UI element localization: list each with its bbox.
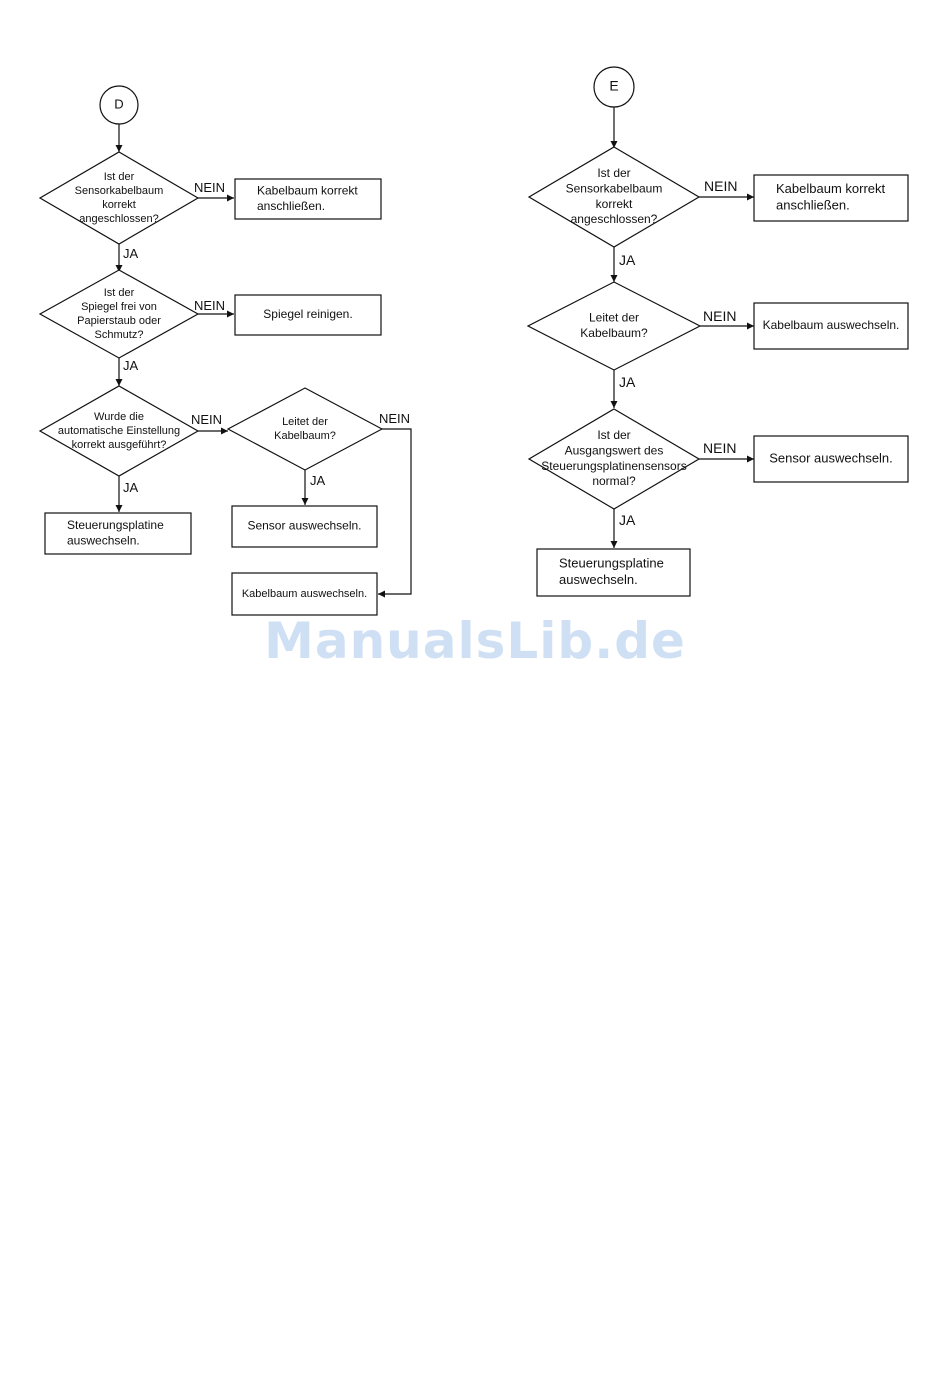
flow-d-box-reconnect-shape xyxy=(234,178,382,220)
flow-d-q3-no-label: NEIN xyxy=(191,412,222,427)
flow-d-question-2-shape xyxy=(38,269,200,359)
flow-d-box-clean-mirror-shape xyxy=(234,294,382,336)
flow-d-question-3-shape xyxy=(38,385,200,477)
flow-d-box-replace-sensor-shape xyxy=(231,505,378,548)
flow-e-question-1-shape xyxy=(527,146,701,248)
flow-d-box-replace-sensor-text: Sensor auswechseln. xyxy=(247,519,361,533)
flow-d-q1-yes-label: JA xyxy=(123,246,139,261)
flow-e-box-replace-harness-shape xyxy=(753,302,909,350)
flow-e-box-replace-harness-text: Kabelbaum auswechseln. xyxy=(763,318,900,332)
flow-e-q2-no-label: NEIN xyxy=(703,308,736,324)
arrow-d-q4-no xyxy=(378,428,412,598)
flow-d-box-replace-board-shape xyxy=(44,512,192,555)
flow-e-box-replace-board-shape xyxy=(536,548,691,597)
flow-e-q1-yes-label: JA xyxy=(619,252,636,268)
flow-e-q3-yes-label: JA xyxy=(619,512,636,528)
flow-d-q2-no-label: NEIN xyxy=(194,298,225,313)
flow-e-q3-no-label: NEIN xyxy=(703,440,736,456)
flow-d-q4-yes-label: JA xyxy=(310,473,326,488)
watermark: ManualsLib.de xyxy=(264,612,686,670)
flow-e-question-3-shape xyxy=(527,408,701,510)
flow-d-box-replace-harness-text: Kabelbaum auswechseln. xyxy=(242,588,367,600)
flow-d-q1-no-label: NEIN xyxy=(194,180,225,195)
flow-d-q3-yes-label: JA xyxy=(123,480,139,495)
flow-d-q4-no-label: NEIN xyxy=(379,411,410,426)
connector-d-label: D xyxy=(114,96,123,111)
flow-e-q1-no-label: NEIN xyxy=(704,178,737,194)
flow-d-q2-yes-label: JA xyxy=(123,358,139,373)
connector-e-shape xyxy=(593,66,635,108)
flow-d-question-1-shape xyxy=(38,151,200,245)
connector-e-label: E xyxy=(609,78,618,94)
flow-e-box-reconnect-shape xyxy=(753,174,909,222)
flow-d-box-replace-harness-shape xyxy=(231,572,378,616)
connector-d-shape xyxy=(99,85,139,125)
flow-d-box-clean-mirror-text: Spiegel reinigen. xyxy=(263,307,352,321)
flow-e-box-replace-sensor-text: Sensor auswechseln. xyxy=(769,450,893,465)
flow-e-question-2-shape xyxy=(526,281,702,371)
flow-e-box-replace-sensor-shape xyxy=(753,435,909,483)
flow-e-q2-yes-label: JA xyxy=(619,374,636,390)
flow-d-question-4-shape xyxy=(226,387,384,471)
